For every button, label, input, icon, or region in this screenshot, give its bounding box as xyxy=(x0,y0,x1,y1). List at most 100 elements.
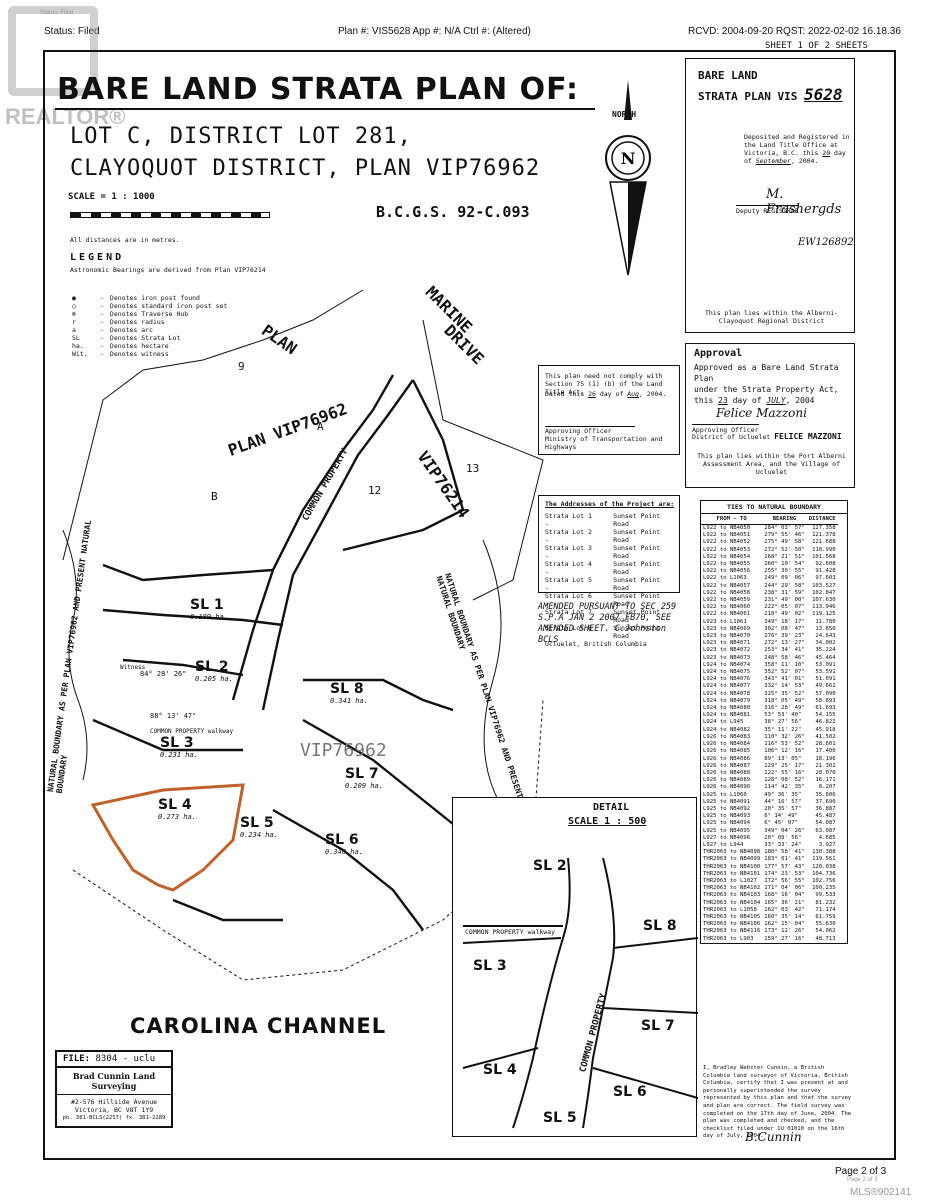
registration-number: EW126892 xyxy=(798,237,854,248)
scale-label: SCALE = 1 : 1000 xyxy=(68,192,155,202)
bearing-label: 88° 13' 47" xyxy=(150,712,197,720)
ties-cell: 173° 12' 26" xyxy=(764,928,805,935)
legend-item: a-Denotes arc xyxy=(72,326,153,334)
page-number-small: Page 2 of 3 xyxy=(847,1177,878,1183)
detail-walkway: COMMON PROPERTY walkway xyxy=(465,928,556,936)
approval-officer: Approving Officer xyxy=(692,424,759,434)
addresses-list: Strata Lot 1 -Sunset Point Road Strata L… xyxy=(545,512,679,648)
registrar-label: Deputy REGISTRAR xyxy=(736,205,799,215)
legend-item: ○-Denotes standard iron post set xyxy=(72,302,228,310)
ties-cell: 255° 30' 55" xyxy=(764,568,805,575)
ties-cell: 35° 11' 22" xyxy=(764,726,802,733)
ties-cell: 165° 36' 21" xyxy=(764,899,805,906)
legend-list: ●-Denotes iron post found ○-Denotes stan… xyxy=(72,294,227,358)
ties-cell: L924 to NB4077 xyxy=(703,683,751,690)
ties-cell: L922 to L1063 xyxy=(703,575,747,582)
ties-cell: L924 to NB4075 xyxy=(703,669,751,676)
ties-cell: 53.591 xyxy=(815,669,836,676)
ties-cell: 18.196 xyxy=(815,755,836,762)
approval-lies: This plan lies within the Port Alberni A… xyxy=(697,452,846,476)
ties-cell: 102.756 xyxy=(812,877,836,884)
ties-cell: 6° 14' 49" xyxy=(764,813,798,820)
ties-cell: L922 to NB4057 xyxy=(703,582,751,589)
ties-cell: 4.685 xyxy=(818,834,836,841)
ties-cell: 54.087 xyxy=(815,820,836,827)
ties-cell: L922 to NB4060 xyxy=(703,604,751,611)
ties-cell: 325° 35' 52" xyxy=(764,690,805,697)
ties-cell: 33° 33' 24" xyxy=(764,841,802,848)
ties-cell: 162° 15' 04" xyxy=(764,921,805,928)
ties-col-header: DISTANCE xyxy=(806,514,838,525)
ties-cell: 8.207 xyxy=(818,784,836,791)
ties-cell: 275° 49' 58" xyxy=(764,539,805,546)
address-row: Strata Lot 6 -Sunset Point Road xyxy=(545,592,661,608)
regional-district: This plan lies within the Alberni-Clayoq… xyxy=(704,309,839,325)
address-city: Ucluelet, British Columbia xyxy=(545,640,647,648)
ties-cell: 110.990 xyxy=(812,546,836,553)
ties-cell: L922 to NB4056 xyxy=(703,568,751,575)
detail-sl4: SL 4 xyxy=(483,1062,517,1078)
ties-cell: 49.662 xyxy=(815,683,836,690)
ties-cell: 54.155 xyxy=(815,712,836,719)
sl6-boundary xyxy=(272,808,424,931)
firm-phone: ph. 381-BCLS(2257) fx. 381-2289 xyxy=(62,1115,166,1121)
ties-cell: L926 to NB4084 xyxy=(703,741,751,748)
north-arrow: N xyxy=(598,80,658,280)
ties-cell: L924 to NB4079 xyxy=(703,697,751,704)
ties-cell: 316° 28' 49" xyxy=(764,705,805,712)
north-arrow-icon: N xyxy=(605,80,651,276)
ties-cell: 41.502 xyxy=(815,733,836,740)
ties-cell: 71.174 xyxy=(815,906,836,913)
legend-item: ⊗-Denotes Traverse Hub xyxy=(72,310,189,318)
ties-cell: L925 to NB4094 xyxy=(703,820,751,827)
ties-cell: 11.780 xyxy=(815,618,836,625)
ties-cell: L922 to NB4052 xyxy=(703,539,751,546)
legend-item: r-Denotes radius xyxy=(72,318,165,326)
ties-cell: 24.643 xyxy=(815,633,836,640)
ties-cell: 101.568 xyxy=(812,553,836,560)
detail-road-east xyxy=(582,857,616,1129)
ties-cell: 45.487 xyxy=(815,813,836,820)
lot-a-label: A xyxy=(317,420,324,433)
ties-cell: THR2063 to NB4103 xyxy=(703,892,761,899)
detail-scale: SCALE 1 : 500 xyxy=(568,816,647,827)
address-row: Strata Lot 1 -Sunset Point Road xyxy=(545,512,661,528)
ties-cell: 104.736 xyxy=(812,870,836,877)
ties-cell: THR2063 to NB4106 xyxy=(703,921,761,928)
addresses-heading: The Addresses of the Project are: xyxy=(545,500,675,508)
detail-sl3: SL 3 xyxy=(473,958,507,974)
ties-cell: L927 to L944 xyxy=(703,841,744,848)
ties-cell: 99.533 xyxy=(815,892,836,899)
lot9-label: 9 xyxy=(238,360,245,373)
address-row: Strata Lot 7 -Sunset Point Road xyxy=(545,608,661,624)
plan-title: BARE LAND STRATA PLAN OF: xyxy=(57,72,579,107)
bcgs-label: B.C.G.S. 92-C.093 xyxy=(376,203,530,221)
ties-cell: L924 to NB4074 xyxy=(703,661,751,668)
ties-cell: 127.358 xyxy=(812,525,836,531)
ties-cell: L923 to NB4069 xyxy=(703,625,751,632)
plan-overlay-label: VIP76962 xyxy=(300,740,387,761)
south-line xyxy=(172,898,283,922)
surveyor-certificate: I, Bradley Webster Cunnin, a British Col… xyxy=(703,1065,852,1140)
ties-cell: L922 to NB4053 xyxy=(703,546,751,553)
sl6-top xyxy=(302,718,474,841)
